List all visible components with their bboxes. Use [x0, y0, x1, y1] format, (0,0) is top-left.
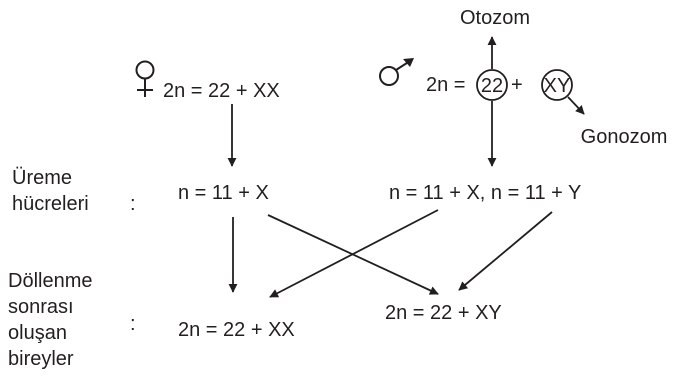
male-offspring-formula: 2n = 22 + XY — [385, 302, 502, 324]
offspring-row-label-line1: Döllenme — [8, 270, 92, 292]
gonosome-pointer-arrow — [567, 96, 585, 115]
male-sex-chromosomes: XY — [544, 75, 571, 97]
offspring-row-colon: : — [130, 313, 136, 335]
offspring-row-label-line2: sonrası — [8, 296, 74, 318]
male-autosome-count: 22 — [481, 75, 503, 97]
gonosome-label: Gonozom — [581, 126, 668, 148]
male-parent-formula-prefix: 2n = — [426, 74, 465, 96]
gonosome-circle — [541, 69, 573, 101]
male-plus-sign: + — [511, 74, 523, 96]
x-sperm-to-female-offspring-arrow — [269, 209, 439, 298]
y-sperm-to-male-offspring-arrow — [458, 211, 553, 291]
offspring-row-label-line3: oluşan — [8, 322, 67, 344]
autosome-circle — [476, 69, 508, 101]
gametes-row-label-line1: Üreme — [12, 167, 72, 189]
female-offspring-formula: 2n = 22 + XX — [178, 319, 295, 341]
male-gamete-formula: n = 11 + X, n = 11 + Y — [389, 182, 581, 204]
male-symbol-icon — [379, 58, 414, 86]
female-gamete-formula: n = 11 + X — [178, 182, 269, 204]
female-symbol-icon — [135, 60, 155, 97]
gametes-row-colon: : — [130, 193, 136, 215]
gametes-row-label-line2: hücreleri — [12, 193, 89, 215]
female-parent-formula: 2n = 22 + XX — [163, 80, 280, 102]
autosome-label: Otozom — [460, 7, 530, 29]
offspring-row-label-line4: bireyler — [8, 348, 74, 370]
